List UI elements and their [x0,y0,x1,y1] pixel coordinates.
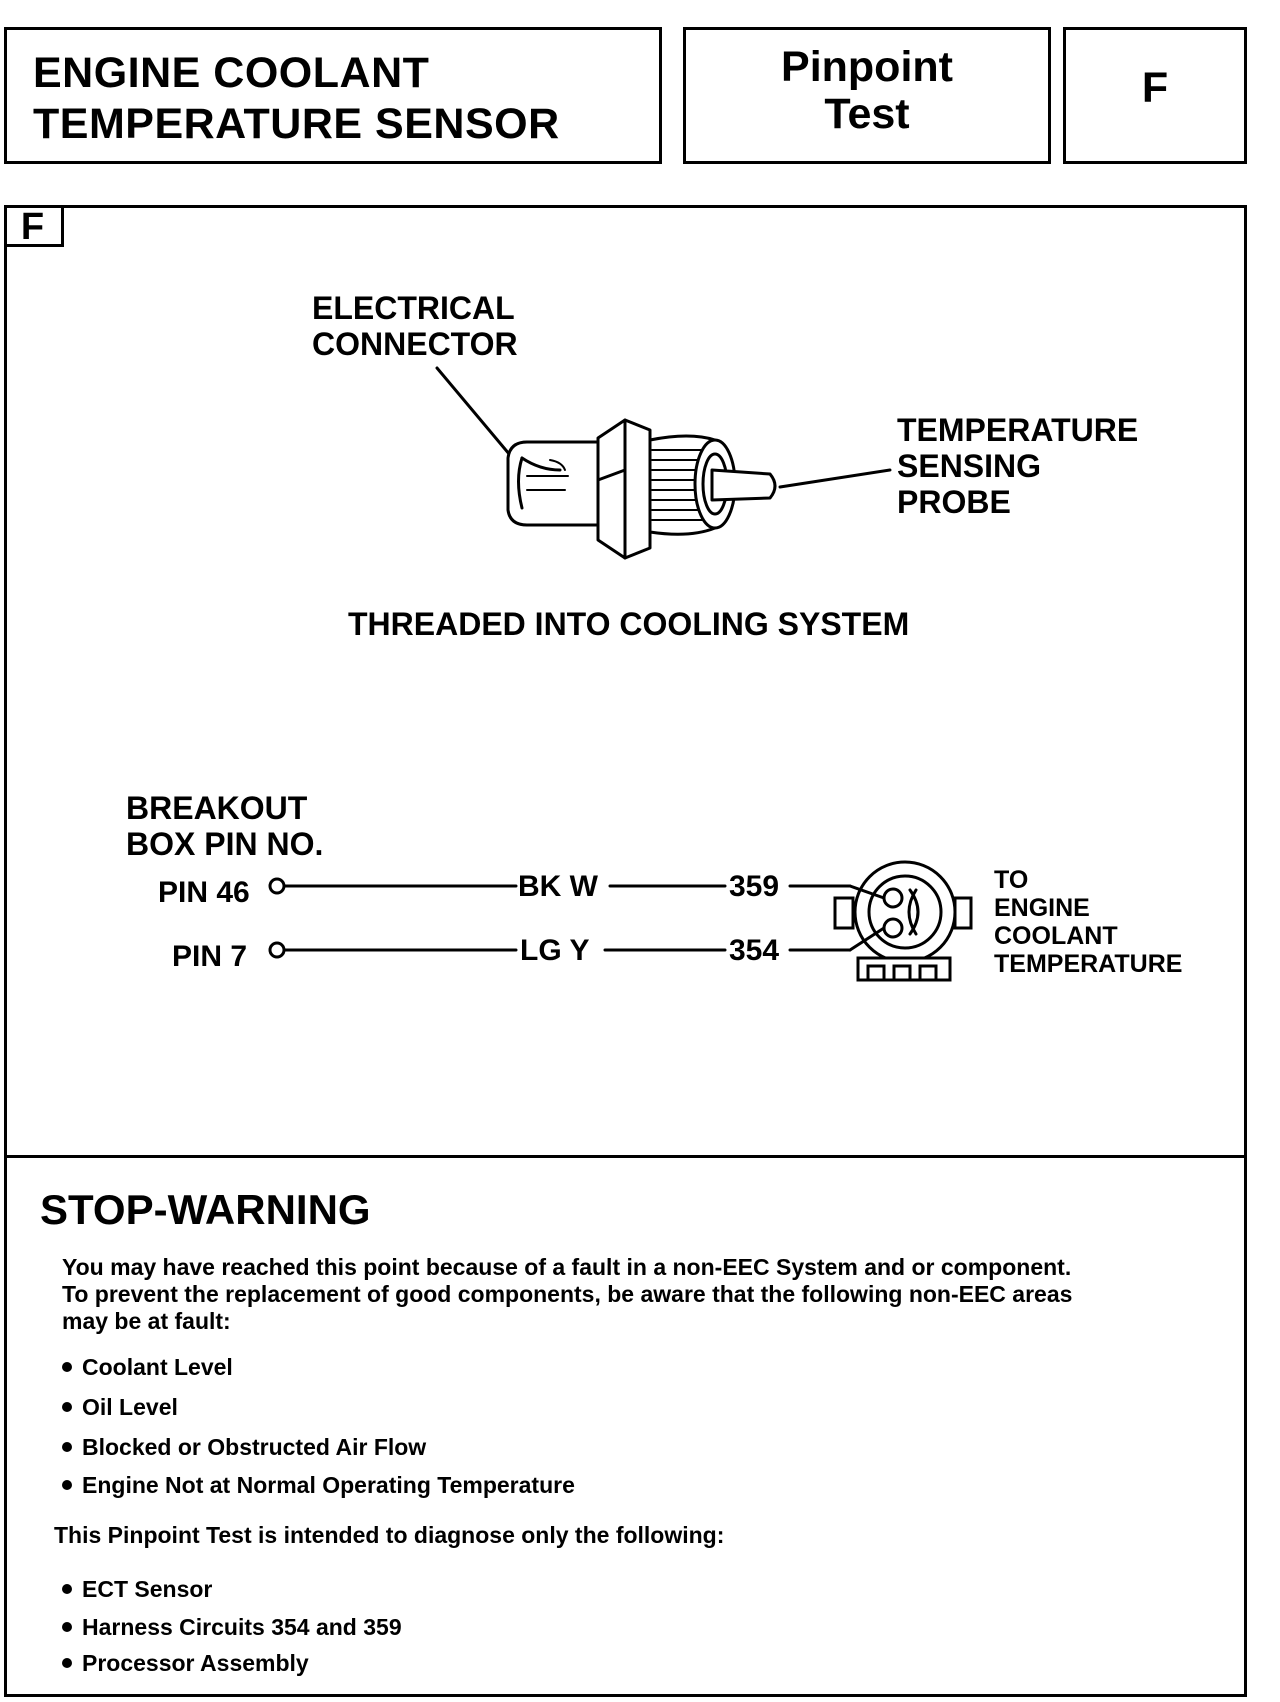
page-title: ENGINE COOLANT TEMPERATURE SENSOR [33,48,560,150]
connector-label: ELECTRICAL CONNECTOR [312,290,518,362]
bullet-icon [62,1441,72,1452]
header-letter-box: F [1063,27,1247,164]
wiring-drawing [268,860,973,982]
pin7-label: PIN 7 [172,940,248,973]
wiring-destination-line2: ENGINE [994,894,1090,922]
section-label: Pinpoint Test [686,44,1048,138]
connector-body [506,440,602,527]
connector-leader-line [435,366,512,457]
warning-intro-line1: You may have reached this point because … [62,1254,1072,1280]
pin46-circuit-number: 359 [729,870,780,903]
sensor-connector-face [833,860,973,982]
pin46-terminal [268,877,286,895]
sensing-probe [710,468,777,502]
probe-label-line3: PROBE [897,484,1011,520]
wiring-heading-line2: BOX PIN NO. [126,826,324,862]
header-title-box: ENGINE COOLANT TEMPERATURE SENSOR [4,27,662,164]
hex-nut [596,418,652,560]
wiring-destination-line4: TEMPERATURE [994,950,1183,978]
bullet-icon [62,1583,72,1594]
probe-leader-line [778,468,892,489]
bullet-icon [62,1401,72,1412]
diagram-tag: F [4,207,64,247]
list-item: ECT Sensor [62,1576,212,1603]
pin46-wire-color: BK W [518,870,598,903]
list-item: Oil Level [62,1394,178,1421]
diagram-caption: THREADED INTO COOLING SYSTEM [348,606,910,642]
warning-intro: You may have reached this point because … [62,1254,1072,1335]
wiring-heading-line1: BREAKOUT [126,790,308,826]
probe-label-line2: SENSING [897,448,1042,484]
connector-label-line2: CONNECTOR [312,326,518,362]
probe-label: TEMPERATURE SENSING PROBE [897,412,1138,520]
pin46-label: PIN 46 [158,876,250,909]
warning-intro-line3: may be at fault: [62,1308,231,1334]
wiring-heading: BREAKOUT BOX PIN NO. [126,790,323,862]
page-title-line2: TEMPERATURE SENSOR [33,100,560,148]
page-title-line1: ENGINE COOLANT [33,49,430,97]
list-item: Harness Circuits 354 and 359 [62,1614,402,1641]
connector-label-line1: ELECTRICAL [312,290,515,326]
section-label-line1: Pinpoint [781,43,953,91]
list-item: Coolant Level [62,1354,233,1381]
header-section-box: Pinpoint Test [683,27,1051,164]
warning-title: STOP-WARNING [40,1186,371,1233]
warning-intro-line2: To prevent the replacement of good compo… [62,1281,1073,1307]
pin7-wire-color: LG Y [520,934,590,967]
list-item: Blocked or Obstructed Air Flow [62,1434,426,1461]
pin7-terminal [268,941,286,959]
wiring-destination: TO ENGINE COOLANT TEMPERATURE [994,866,1182,978]
section-divider [4,1155,1247,1158]
list-item: Engine Not at Normal Operating Temperatu… [62,1472,575,1499]
bullet-icon [62,1479,72,1490]
pin7-circuit-number: 354 [729,934,780,967]
bullet-icon [62,1621,72,1632]
wiring-destination-line3: COOLANT [994,922,1118,950]
list-item: Processor Assembly [62,1650,309,1677]
bullet-icon [62,1657,72,1668]
section-label-line2: Test [824,90,910,138]
scope-text: This Pinpoint Test is intended to diagno… [54,1522,725,1548]
bullet-icon [62,1361,72,1372]
wiring-destination-line1: TO [994,866,1029,894]
probe-label-line1: TEMPERATURE [897,412,1139,448]
test-letter: F [1141,64,1169,112]
